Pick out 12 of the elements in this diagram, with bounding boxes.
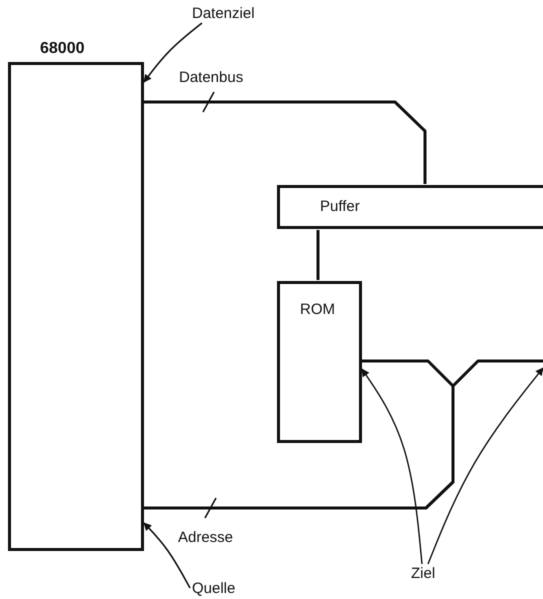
callout-text: Quelle [192,580,236,597]
leader-arrow [143,522,191,588]
leader-arrow [427,367,543,564]
buffer-box: Puffer [277,185,543,229]
memory-box: ROM [277,281,362,443]
callout-text: Ziel [411,565,436,582]
bus-line [316,230,320,280]
leader-arrow [361,368,423,564]
data-bus-line [144,100,426,184]
callout-text: Datenziel [192,5,255,22]
leader-arrow [143,22,202,83]
chip-label: 68000 [40,40,84,58]
